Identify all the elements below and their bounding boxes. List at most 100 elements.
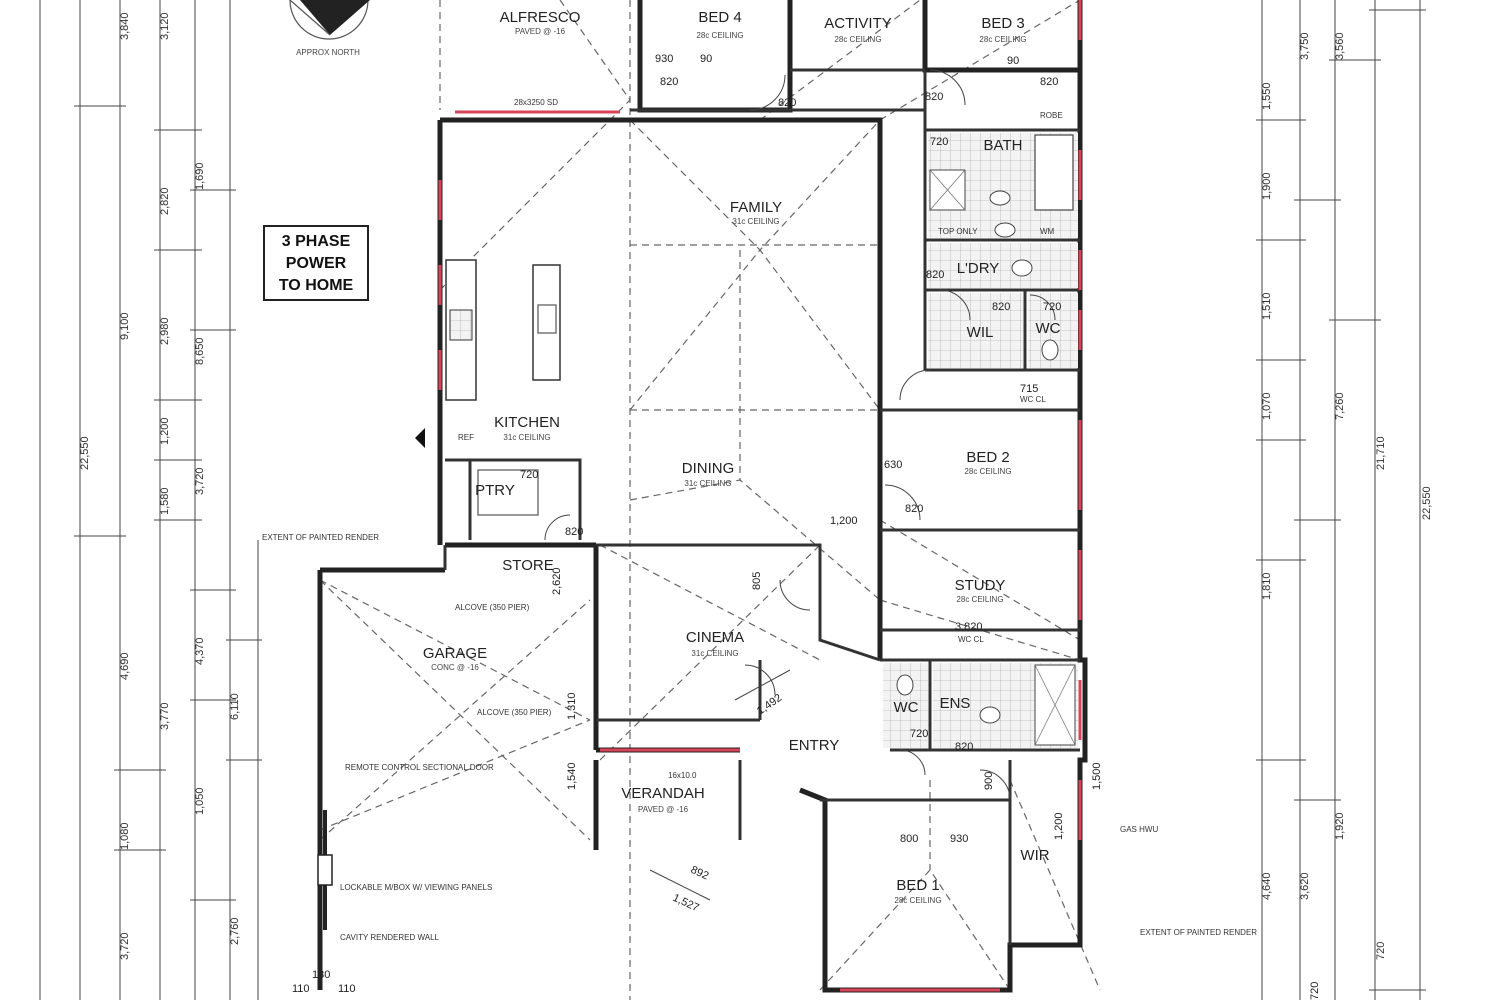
dim-g-1310: 1,310 bbox=[566, 692, 578, 720]
room-wc-1: WC bbox=[1036, 320, 1061, 337]
room-bed2-sub: 28c CEILING bbox=[964, 467, 1011, 476]
power-line-1: 3 PHASE bbox=[282, 233, 351, 250]
dim-l2-a: 2,820 bbox=[159, 187, 171, 215]
note-wc-cl-1: WC CL bbox=[1020, 395, 1046, 404]
note-alcove-1: ALCOVE (350 PIER) bbox=[455, 603, 530, 612]
room-bed2: BED 2 bbox=[966, 449, 1009, 466]
power-note-box: 3 PHASE POWER TO HOME bbox=[263, 225, 369, 301]
dim-ver-1527: 1,527 bbox=[671, 892, 701, 915]
dim-ptry-820: 820 bbox=[565, 526, 583, 538]
dim-r3-d: 7,260 bbox=[1334, 392, 1346, 420]
note-remote-door: REMOTE CONTROL SECTIONAL DOOR bbox=[345, 763, 494, 772]
dim-l2-b: 2,980 bbox=[159, 317, 171, 345]
internal-walls bbox=[443, 68, 1080, 945]
room-store: STORE bbox=[502, 557, 553, 574]
room-pantry: PTRY bbox=[475, 482, 515, 499]
dim-bot-720: 720 bbox=[1309, 982, 1321, 1000]
dim-ptry-720: 720 bbox=[520, 469, 538, 481]
right-dimension-strings: 22,550 21,710 1,550 1,900 1,510 1,070 1,… bbox=[1256, 0, 1433, 1000]
room-bed3-sub: 28c CEILING bbox=[979, 35, 1026, 44]
power-line-2: POWER bbox=[286, 255, 347, 272]
note-sliding-door: 28x3250 SD bbox=[514, 98, 558, 107]
wet-area-tiles bbox=[883, 133, 1078, 748]
note-wc-cl-2: WC CL bbox=[958, 635, 984, 644]
dim-ldry-820: 820 bbox=[926, 269, 944, 281]
plan-notes: 28x3250 SD 16x10.0 REMOTE CONTROL SECTIO… bbox=[262, 98, 1257, 942]
power-line-3: TO HOME bbox=[279, 277, 354, 294]
room-bed4: BED 4 bbox=[698, 9, 741, 26]
dim-bed4-930: 930 bbox=[655, 53, 673, 65]
room-alfresco: ALFRESCO bbox=[500, 9, 581, 26]
room-verandah: VERANDAH bbox=[621, 785, 704, 802]
kitchen-marker-icon bbox=[415, 428, 425, 448]
note-alcove-2: ALCOVE (350 PIER) bbox=[477, 708, 552, 717]
room-verandah-sub: PAVED @ -16 bbox=[638, 805, 689, 814]
dim-wil-820: 820 bbox=[992, 301, 1010, 313]
dim-bath-720: 720 bbox=[930, 136, 948, 148]
dim-r2-e: 1,810 bbox=[1261, 572, 1273, 600]
dim-l2-f: 3,120 bbox=[159, 12, 171, 40]
dim-bot-110b: 110 bbox=[338, 983, 356, 995]
room-bed3: BED 3 bbox=[981, 15, 1024, 32]
dim-left-b: 4,690 bbox=[119, 652, 131, 680]
dim-ver-892: 892 bbox=[689, 864, 711, 883]
room-family: FAMILY bbox=[730, 199, 782, 216]
dim-l3-c: 3,720 bbox=[194, 467, 206, 495]
dim-l3-b: 8,650 bbox=[194, 337, 206, 365]
dim-l4-b: 2,760 bbox=[229, 917, 241, 945]
dim-act-820: 820 bbox=[778, 97, 796, 109]
room-wil: WIL bbox=[967, 324, 994, 341]
dim-cin-805: 805 bbox=[751, 572, 763, 590]
room-entry: ENTRY bbox=[789, 737, 840, 754]
windows bbox=[438, 0, 1082, 992]
dim-bed3-820: 820 bbox=[925, 91, 943, 103]
dim-bed2-820: 820 bbox=[905, 503, 923, 515]
dim-left-d: 1,080 bbox=[119, 822, 131, 850]
dim-right-a: 21,710 bbox=[1375, 436, 1387, 470]
dim-bot-110a: 110 bbox=[292, 983, 310, 995]
note-door-size: 16x10.0 bbox=[668, 771, 697, 780]
dim-r2-a: 1,550 bbox=[1261, 82, 1273, 110]
room-study-sub: 28c CEILING bbox=[956, 595, 1003, 604]
left-dimension-strings: 22,550 9,100 4,690 3,840 1,080 3,720 2,8… bbox=[39, 0, 262, 1000]
dim-bed4-90: 90 bbox=[700, 53, 712, 65]
room-bed4-sub: 28c CEILING bbox=[696, 31, 743, 40]
room-cinema: CINEMA bbox=[686, 629, 744, 646]
roof-lines bbox=[319, 0, 1101, 1000]
dim-right-total: 22,550 bbox=[1421, 486, 1433, 520]
dim-g-1540: 1,540 bbox=[566, 762, 578, 790]
room-bath: BATH bbox=[984, 137, 1023, 154]
dim-l2-d: 1,580 bbox=[159, 487, 171, 515]
room-ens: ENS bbox=[940, 695, 971, 712]
room-dining-sub: 31c CEILING bbox=[684, 479, 731, 488]
dim-bed4-820: 820 bbox=[660, 76, 678, 88]
note-robe: ROBE bbox=[1040, 111, 1063, 120]
room-study: STUDY bbox=[955, 577, 1006, 594]
room-garage: GARAGE bbox=[423, 645, 487, 662]
dim-dine-1200: 1,200 bbox=[830, 515, 858, 527]
dim-r3-b: 1,920 bbox=[1334, 812, 1346, 840]
dim-bed3-90: 90 bbox=[1007, 55, 1019, 67]
note-gas-hwu: GAS HWU bbox=[1120, 825, 1158, 834]
dim-left-e: 3,720 bbox=[119, 932, 131, 960]
room-dining: DINING bbox=[682, 460, 735, 477]
room-activity: ACTIVITY bbox=[824, 15, 892, 32]
dim-bed1-900: 900 bbox=[983, 772, 995, 790]
note-top-only: TOP ONLY bbox=[938, 227, 978, 236]
room-wc-2: WC bbox=[894, 699, 919, 716]
dim-l4-a: 6,110 bbox=[229, 693, 241, 720]
dim-r2-c: 1,510 bbox=[1261, 292, 1273, 320]
room-labels: ALFRESCO PAVED @ -16 BED 4 28c CEILING A… bbox=[423, 9, 1061, 905]
dim-bed1-1200: 1,200 bbox=[1053, 812, 1065, 840]
north-arrow: APPROX NORTH bbox=[289, 0, 370, 57]
note-meter: LOCKABLE M/BOX W/ VIEWING PANELS bbox=[340, 883, 492, 892]
note-ref: REF bbox=[458, 433, 474, 442]
room-family-sub: 31c CEILING bbox=[732, 217, 779, 226]
internal-dimensions: 930 90 820 820 820 90 820 720 820 820 72… bbox=[292, 53, 1321, 1000]
dim-bed1-800: 800 bbox=[900, 833, 918, 845]
room-activity-sub: 28c CEILING bbox=[834, 35, 881, 44]
dim-study-3820: 3,820 bbox=[955, 621, 983, 633]
room-bed1: BED 1 bbox=[896, 877, 939, 894]
dim-left-total: 22,550 bbox=[79, 436, 91, 470]
dim-r3-a: 3,620 bbox=[1299, 872, 1311, 900]
